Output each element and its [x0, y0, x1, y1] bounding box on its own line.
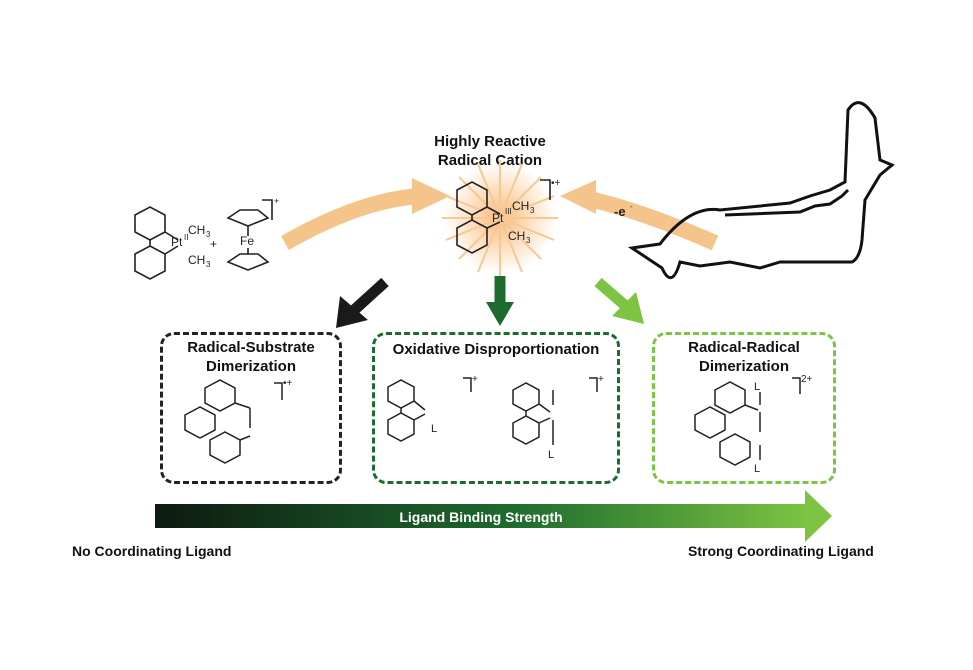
left-dimer: [184, 379, 283, 464]
left-charge: •+: [283, 378, 293, 389]
radical-substrate-line-1: Radical-Substrate: [187, 339, 315, 356]
right-charge: 2+: [801, 374, 813, 385]
reactant-pt-ox: II: [184, 233, 188, 242]
radical-radical-line-2: Dimerization: [698, 358, 789, 375]
cation-pt-ox: III: [505, 207, 512, 216]
reactant-pt-complex: [134, 206, 179, 280]
radical-cation-complex: [456, 179, 551, 254]
fc-charge: +: [274, 196, 279, 206]
cation-sub-a: 3: [530, 206, 535, 215]
middle-L-2: L: [548, 449, 554, 461]
reactant-pt: Pt: [171, 235, 183, 249]
radical-substrate-box: [160, 332, 342, 484]
reactant-sub-a: 3: [206, 230, 211, 239]
radical-radical-title: Radical-Radical Dimerization: [652, 338, 836, 376]
radical-burst: [442, 160, 558, 276]
radical-substrate-title: Radical-Substrate Dimerization: [160, 338, 342, 376]
ferrocenium: [226, 199, 273, 271]
middle-complexes: [387, 377, 598, 445]
plus-sign: +: [210, 237, 217, 251]
oxidative-disproportionation-box: [372, 332, 620, 484]
no-coordinating-ligand-label: No Coordinating Ligand: [72, 543, 232, 559]
strong-coordinating-ligand-label: Strong Coordinating Ligand: [688, 543, 874, 559]
left-orange-arrow: [281, 178, 450, 250]
oxidative-disproportionation-title: Oxidative Disproportionation: [372, 340, 620, 359]
light-green-arrow: [594, 277, 644, 324]
cyclic-voltammogram: [627, 101, 895, 279]
oxidation-label: -e: [614, 204, 626, 219]
radical-substrate-line-2: Dimerization: [205, 358, 296, 375]
middle-L-1: L: [431, 423, 437, 435]
fe-label: Fe: [240, 234, 254, 248]
right-L-1: L: [754, 381, 760, 393]
cation-ch3-b: CH: [508, 229, 525, 243]
title-line-1: Highly Reactive: [434, 133, 546, 150]
middle-charge-1: +: [472, 374, 478, 385]
ligand-strength-arrow: [155, 490, 832, 542]
radical-radical-line-1: Radical-Radical: [688, 339, 800, 356]
right-orange-arrow: [560, 180, 719, 251]
right-dimer: [694, 377, 801, 466]
dark-green-arrow: [486, 276, 514, 326]
reactant-sub-b: 3: [206, 260, 211, 269]
right-L-2: L: [754, 463, 760, 475]
reactant-ch3-b: CH: [188, 253, 205, 267]
black-arrow: [336, 277, 389, 328]
middle-charge-2: +: [598, 374, 604, 385]
cation-pt: Pt: [492, 211, 504, 225]
ligand-strength-label: Ligand Binding Strength: [399, 509, 562, 525]
cation-charge: •+: [551, 178, 561, 189]
cation-sub-b: 3: [526, 236, 531, 245]
oxidative-disproportionation-line-1: Oxidative Disproportionation: [392, 341, 600, 358]
radical-radical-box: [652, 332, 836, 484]
reactant-ch3-a: CH: [188, 223, 205, 237]
oxidation-sup: -: [630, 202, 633, 211]
chem-labels: Pt II CH 3 CH 3 + Fe + Pt III CH 3 CH 3 …: [171, 178, 813, 475]
cation-ch3-a: CH: [512, 199, 529, 213]
